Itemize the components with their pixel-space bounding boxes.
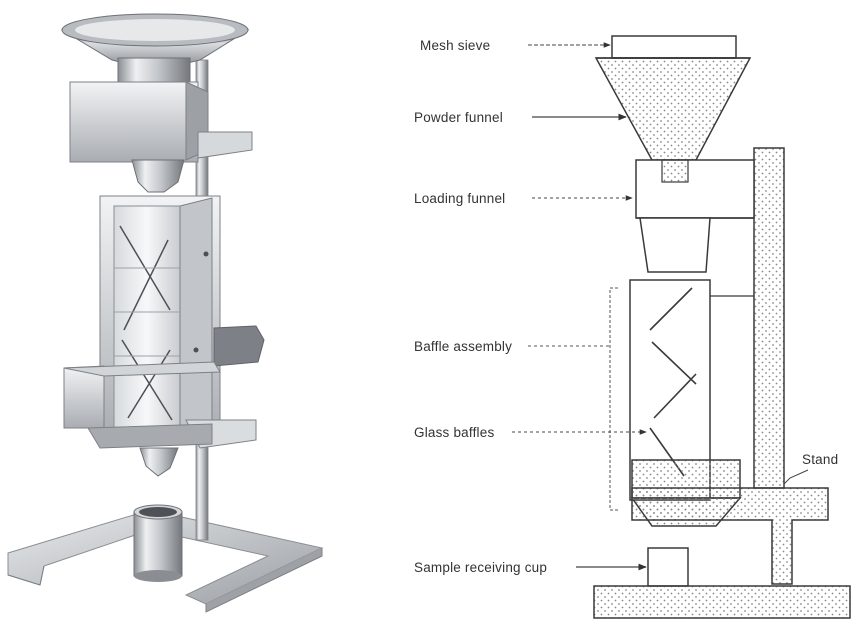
- funnel-bowl-photo: [60, 13, 250, 83]
- label-stand: Stand: [802, 452, 838, 467]
- label-mesh-sieve: Mesh sieve: [420, 38, 490, 53]
- powder-funnel-shape: [594, 57, 752, 161]
- apparatus-schematic: Mesh sieve Powder funnel Loading funnel …: [414, 35, 851, 619]
- base-plate-shape: [593, 585, 851, 619]
- label-powder-funnel: Powder funnel: [414, 110, 503, 125]
- stand-column: [753, 147, 785, 489]
- loading-funnel-shape: [635, 159, 755, 273]
- label-glass-baffles: Glass baffles: [414, 425, 494, 440]
- stand-base: [631, 487, 829, 585]
- sample-cup-shape: [647, 547, 689, 587]
- label-sample-receiving-cup: Sample receiving cup: [414, 560, 547, 575]
- mesh-sieve-shape: [611, 35, 737, 59]
- baffle-column-photo: [99, 195, 221, 441]
- apparatus-photo: [7, 13, 324, 613]
- label-baffle-assembly: Baffle assembly: [414, 339, 512, 354]
- label-loading-funnel: Loading funnel: [414, 191, 505, 206]
- sample-cup-photo: [133, 504, 183, 582]
